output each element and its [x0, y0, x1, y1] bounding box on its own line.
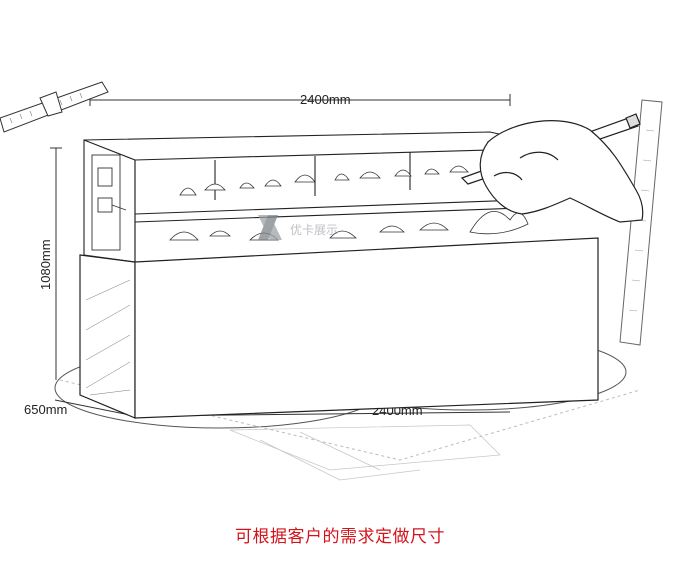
ruler-icon: [619, 99, 663, 346]
customization-caption: 可根据客户的需求定做尺寸: [235, 527, 445, 547]
drawing-sheets: [229, 424, 501, 481]
dimension-line-height: [50, 147, 62, 380]
watermark-logo: 优卡展示: [258, 215, 338, 240]
cabinet-base: [79, 237, 599, 419]
watermark-text: 优卡展示: [290, 223, 338, 237]
hand-with-pencil-icon: [460, 113, 644, 223]
control-panel: [91, 154, 127, 251]
vernier-caliper-icon: [0, 81, 109, 133]
dim-depth: 650mm: [24, 402, 67, 417]
dim-top-width: 2400mm: [300, 92, 351, 107]
dim-height: 1080mm: [38, 239, 53, 290]
